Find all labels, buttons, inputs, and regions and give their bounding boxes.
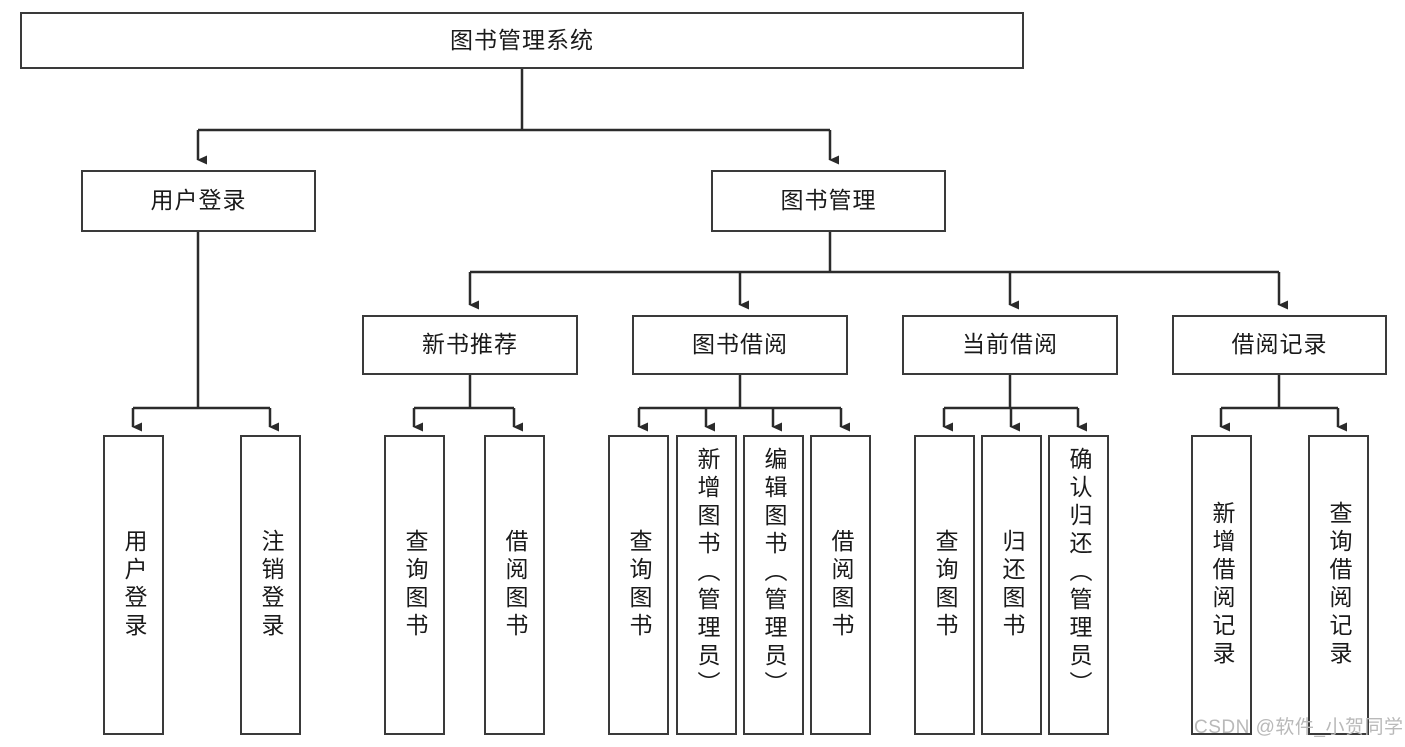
leaf-query-book-1[interactable]: 查询图书: [384, 435, 445, 735]
leaf-borrow-book-2[interactable]: 借阅图书: [810, 435, 871, 735]
leaf-user-login[interactable]: 用户登录: [103, 435, 164, 735]
leaf-logout-login[interactable]: 注销登录: [240, 435, 301, 735]
node-label: 借阅记录: [1231, 331, 1328, 358]
leaf-query-book-2[interactable]: 查询图书: [608, 435, 669, 735]
node-label: 查询借阅记录: [1326, 501, 1352, 669]
node-new-book-rec[interactable]: 新书推荐: [362, 315, 578, 375]
node-label: 图书管理系统: [450, 26, 594, 53]
node-label: 新书推荐: [422, 331, 518, 358]
node-book-manage[interactable]: 图书管理: [711, 170, 946, 232]
leaf-confirm-return[interactable]: 确认归还（管理员）: [1048, 435, 1109, 735]
node-label: 借阅图书: [502, 529, 528, 641]
node-label: 借阅图书: [828, 529, 854, 641]
node-borrow-record[interactable]: 借阅记录: [1172, 315, 1387, 375]
node-label: 图书管理: [780, 187, 877, 214]
node-label: 查询图书: [932, 529, 958, 641]
leaf-query-record[interactable]: 查询借阅记录: [1308, 435, 1369, 735]
leaf-edit-book[interactable]: 编辑图书（管理员）: [743, 435, 804, 735]
node-label: 查询图书: [626, 529, 652, 641]
node-user-login[interactable]: 用户登录: [81, 170, 316, 232]
node-root-system[interactable]: 图书管理系统: [20, 12, 1024, 69]
node-label: 新增借阅记录: [1209, 501, 1235, 669]
node-book-borrow[interactable]: 图书借阅: [632, 315, 848, 375]
node-current-borrow[interactable]: 当前借阅: [902, 315, 1118, 375]
node-label: 确认归还（管理员）: [1066, 447, 1092, 699]
node-label: 用户登录: [121, 529, 147, 641]
node-label: 归还图书: [999, 529, 1025, 641]
node-label: 新增图书（管理员）: [694, 447, 720, 699]
node-label: 查询图书: [402, 529, 428, 641]
leaf-query-book-3[interactable]: 查询图书: [914, 435, 975, 735]
node-label: 注销登录: [258, 529, 284, 641]
node-label: 当前借阅: [962, 331, 1058, 358]
csdn-watermark: CSDN @软件_小贺同学: [1194, 717, 1404, 738]
node-label: 编辑图书（管理员）: [761, 447, 787, 699]
leaf-add-record[interactable]: 新增借阅记录: [1191, 435, 1252, 735]
leaf-return-book[interactable]: 归还图书: [981, 435, 1042, 735]
leaf-borrow-book-1[interactable]: 借阅图书: [484, 435, 545, 735]
node-label: 用户登录: [150, 187, 247, 214]
node-label: 图书借阅: [692, 331, 788, 358]
leaf-add-book[interactable]: 新增图书（管理员）: [676, 435, 737, 735]
